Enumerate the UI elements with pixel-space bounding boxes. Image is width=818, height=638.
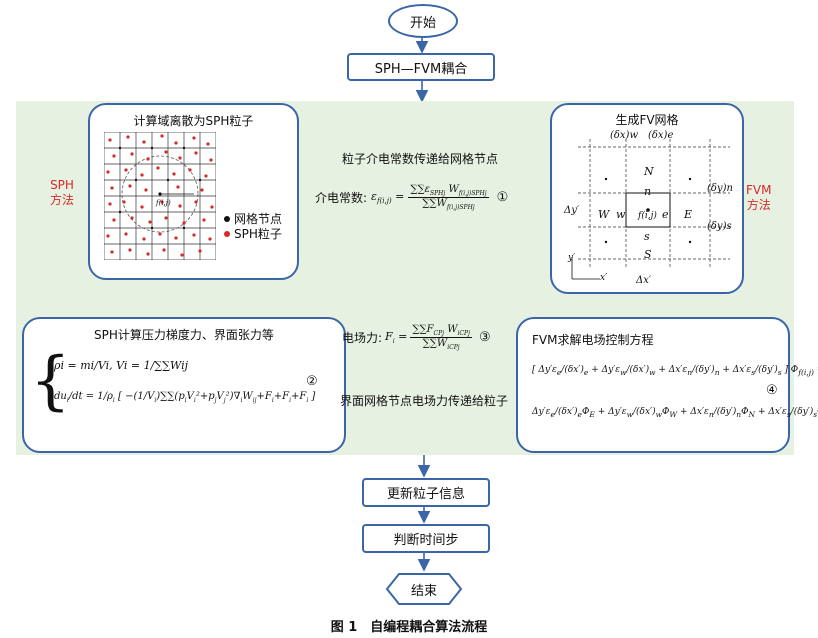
sph-method-label: SPH 方法 (50, 178, 75, 207)
eq2-tag: ② (306, 374, 318, 389)
eq1-numerator: ∑∑εSPHj Wf(i,j)SPHj (408, 184, 489, 198)
legend-sph-particle-label: SPH粒子 (234, 227, 282, 241)
eq2-brace: { (30, 344, 71, 418)
fv-dy-n: (δy)n (707, 183, 733, 194)
eq2-line2: dui/dt = 1/ρi [ −(1/Vi)∑∑(piVi²+pjVj²)∇i… (54, 391, 316, 404)
grid-node-marker-icon (224, 215, 230, 222)
fv-node-S: S (644, 248, 652, 261)
fv-dy-prime: Δy′ (564, 205, 580, 216)
fv-node-E: E (684, 208, 693, 221)
fv-axis-y: y′ (568, 253, 576, 263)
fv-face-w: w (616, 208, 626, 221)
eq3-tag: ③ (478, 330, 491, 345)
fv-node-P: f(i,j) (638, 211, 657, 221)
force-symbol: Fi = (385, 329, 408, 346)
fv-face-s: s (644, 230, 650, 243)
eq4-line1: [ Δy′εe/(δx′)e + Δy′εw/(δx′)w + Δx′εn/(δ… (532, 365, 818, 377)
eq3-denominator: ∑∑WiCPj (422, 338, 460, 351)
fv-dx-w: (δx)w (610, 130, 639, 141)
start-node: 开始 (388, 4, 458, 38)
sph-grid-figure (104, 132, 216, 260)
fvm-solve-title: FVM求解电场控制方程 (532, 333, 654, 347)
coupling-box: SPH—FVM耦合 (347, 53, 495, 81)
fv-grid-figure (571, 139, 730, 280)
fvm-method-label: FVM 方法 (746, 183, 772, 212)
eq1-fraction: ∑∑εSPHj Wf(i,j)SPHj ∑∑Wf(i,j)SPHj (408, 184, 489, 211)
efield-equation: 电场力: Fi = ∑∑FCPj WiCPj ∑∑WiCPj ③ (342, 324, 491, 351)
eq4-line2: Δy′εe/(δx′)eΦE + Δy′εw/(δx′)wΦW + Δx′εn/… (532, 407, 818, 419)
efield-label: 电场力: (342, 331, 383, 345)
eq1-denominator: ∑∑Wf(i,j)SPHj (422, 198, 475, 211)
sph-force-box: SPH计算压力梯度力、界面张力等 { ρi = mi/Vi, Vi = 1/∑∑… (22, 317, 346, 453)
dielectric-label: 介电常数: (315, 191, 368, 205)
time-step-box: 判断时间步 (362, 524, 490, 553)
kernel-center-label: f(i,j) (156, 199, 171, 207)
sph-particles-box: 计算域离散为SPH粒子 (88, 103, 299, 280)
update-particles-box: 更新粒子信息 (362, 478, 490, 507)
judge-label: 判断时间步 (393, 533, 459, 548)
eq3-fraction: ∑∑FCPj WiCPj ∑∑WiCPj (410, 324, 472, 351)
dielectric-equation: 介电常数: εf(i,j) = ∑∑εSPHj Wf(i,j)SPHj ∑∑Wf… (315, 184, 508, 211)
fv-dx-prime: Δx′ (636, 275, 652, 286)
coupling-label: SPH—FVM耦合 (374, 61, 468, 77)
update-label: 更新粒子信息 (386, 487, 465, 502)
legend-sph-particle: SPH粒子 (224, 225, 282, 242)
fv-dy-s: (δy)s (707, 221, 732, 232)
eq3-numerator: ∑∑FCPj WiCPj (410, 324, 472, 338)
fv-node-W: W (598, 208, 610, 221)
sph-box-title: 计算域离散为SPH粒子 (133, 114, 254, 128)
end-label: 结束 (410, 584, 437, 599)
end-node (385, 573, 463, 605)
fvm-solve-box: FVM求解电场控制方程 [ Δy′εe/(δx′)e + Δy′εw/(δx′)… (516, 317, 818, 453)
arrow-top-label: 粒子介电常数传递给网格节点 (342, 152, 499, 166)
sph-force-title: SPH计算压力梯度力、界面张力等 (94, 328, 274, 342)
fv-face-n: n (644, 185, 652, 198)
legend-grid-node: 网格节点 (224, 210, 282, 227)
legend-grid-node-label: 网格节点 (234, 212, 283, 226)
fv-node-N: N (644, 165, 654, 178)
start-label: 开始 (409, 15, 436, 31)
fv-dx-e: (δx)e (648, 130, 674, 141)
fv-axis-x: x′ (600, 273, 608, 283)
epsilon-symbol: εf(i,j) = (371, 189, 405, 206)
sph-particle-marker-icon (224, 230, 230, 237)
eq1-tag: ① (496, 190, 509, 205)
fv-grid-box: 生成FV网格 (δx)w (δx)e (δy)n (δy)s Δy′ Δx′ N… (550, 103, 744, 294)
figure-caption: 图 1 自编程耦合算法流程 (330, 620, 488, 635)
eq2-line1: ρi = mi/Vi, Vi = 1/∑∑Wij (54, 359, 189, 372)
arrow-bottom-label: 界面网格节点电场力传递给粒子 (340, 394, 509, 408)
eq4-tag: ④ (766, 383, 778, 398)
fv-face-e: e (662, 208, 669, 221)
fv-box-title: 生成FV网格 (615, 113, 679, 127)
